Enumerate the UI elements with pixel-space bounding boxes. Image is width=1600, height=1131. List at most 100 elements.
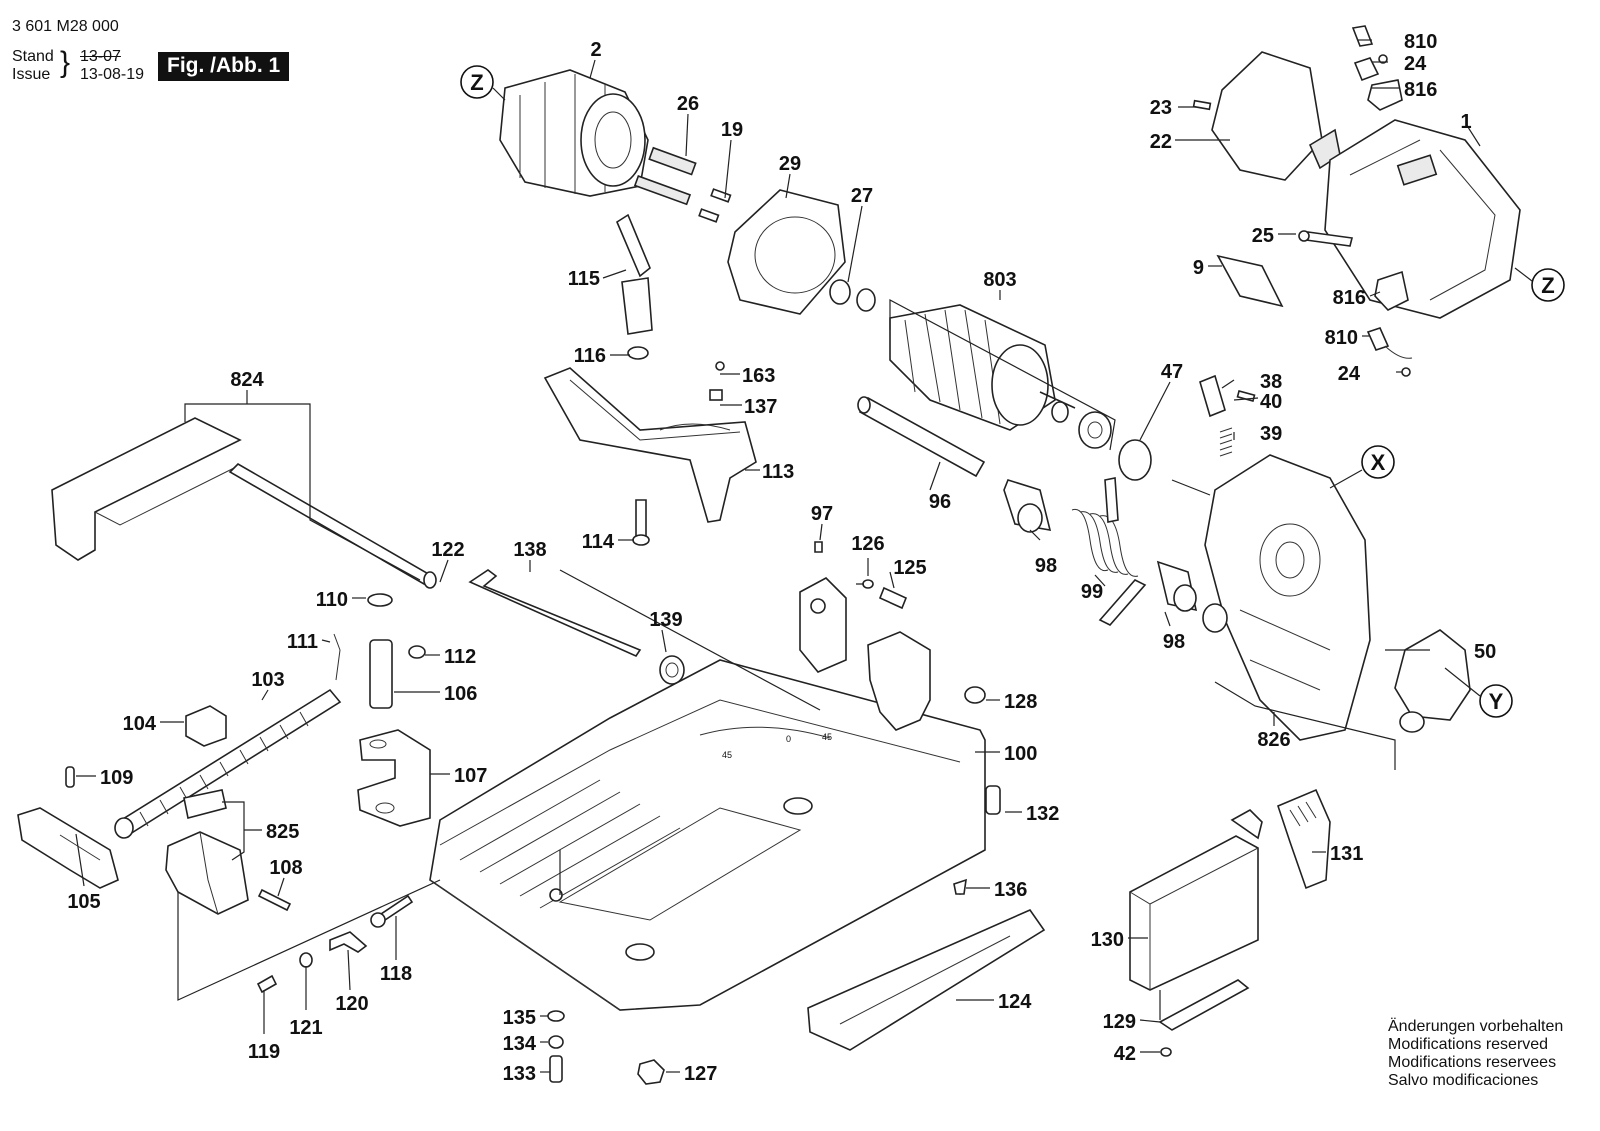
part-label: 110 — [316, 589, 348, 611]
part-label: 108 — [269, 857, 302, 879]
parts-drawing — [17, 25, 1521, 1085]
part-label: 132 — [1026, 803, 1059, 825]
note-line-es: Salvo modificaciones — [1388, 1072, 1539, 1089]
part-label: 127 — [684, 1063, 717, 1085]
part-label: 103 — [251, 669, 284, 691]
view-marker-z-right-label: Z — [1541, 273, 1554, 298]
spindle-drawing — [114, 688, 342, 839]
modifications-note: Änderungen vorbehalten Modifications res… — [1388, 1018, 1563, 1090]
part-label: 133 — [503, 1063, 536, 1085]
part-label: 135 — [503, 1007, 536, 1029]
part-label: 120 — [335, 993, 368, 1015]
note-line-de: Änderungen vorbehalten — [1388, 1018, 1564, 1035]
part-label: 116 — [574, 345, 606, 367]
motor-housing-drawing — [1211, 51, 1521, 319]
part-label: 136 — [994, 879, 1027, 901]
part-label: 42 — [1114, 1043, 1136, 1065]
part-label: 107 — [454, 765, 487, 787]
view-markers: Z Z X Y — [460, 65, 1565, 718]
part-label: 106 — [444, 683, 477, 705]
part-label: 125 — [893, 557, 926, 579]
part-label: 98 — [1035, 555, 1057, 577]
note-line-en: Modifications reserved — [1388, 1036, 1549, 1053]
view-marker-y — [1479, 684, 1513, 718]
part-label: 128 — [1004, 691, 1037, 713]
view-marker-z-right — [1531, 268, 1565, 302]
stand-old: 13-07 — [80, 48, 121, 65]
part-label: 810 — [1325, 327, 1358, 349]
doc-number: 3 601 M28 000 — [12, 18, 119, 35]
leader-lines — [75, 39, 1481, 1073]
part-label: 134 — [503, 1033, 537, 1055]
part-label: 114 — [582, 531, 615, 553]
part-label: 100 — [1004, 743, 1037, 765]
part-label: 9 — [1193, 257, 1204, 279]
part-label: 98 — [1163, 631, 1185, 653]
part-label: 26 — [677, 93, 699, 115]
part-label: 109 — [100, 767, 133, 789]
part-label: 50 — [1474, 641, 1496, 663]
armature-drawing — [889, 304, 1112, 449]
brace-icon: } — [60, 46, 71, 79]
part-label: 23 — [1150, 97, 1172, 119]
part-label: 113 — [762, 461, 794, 483]
part-label: 816 — [1404, 79, 1437, 101]
part-label: 105 — [67, 891, 100, 913]
part-label: 104 — [123, 713, 157, 735]
chip-box-drawing — [1129, 788, 1331, 1057]
part-label: 163 — [742, 365, 775, 387]
issue-label: Issue — [12, 66, 51, 83]
part-label: 118 — [380, 963, 412, 985]
part-label: 22 — [1150, 131, 1172, 153]
part-label: 810 — [1404, 31, 1437, 53]
spring-drawing — [1071, 477, 1147, 626]
part-label: 816 — [1333, 287, 1366, 309]
stand-label: Stand — [12, 48, 54, 65]
field-housing-drawing — [499, 69, 649, 197]
part-label: 19 — [721, 119, 743, 141]
blade-guard-drawing — [543, 367, 757, 523]
part-label: 826 — [1257, 729, 1290, 751]
part-label: 27 — [851, 185, 873, 207]
part-label: 40 — [1260, 391, 1282, 413]
part-label: 121 — [289, 1017, 322, 1039]
view-marker-y-label: Y — [1489, 689, 1504, 714]
part-label: 47 — [1161, 361, 1183, 383]
view-marker-z-top-label: Z — [470, 70, 483, 95]
part-label: 137 — [744, 396, 777, 418]
part-label: 130 — [1091, 929, 1124, 951]
part-label: 129 — [1103, 1011, 1136, 1033]
part-label: 119 — [248, 1041, 280, 1063]
part-number-labels: 2 26 19 29 27 115 116 163 137 113 114 80… — [67, 31, 1496, 1085]
part-label: 138 — [513, 539, 546, 561]
figure-label: Fig. /Abb. 1 — [158, 52, 290, 81]
part-label: 1 — [1460, 111, 1471, 133]
part-label: 24 — [1404, 53, 1427, 75]
part-label: 38 — [1260, 371, 1282, 393]
part-label: 2 — [590, 39, 601, 61]
note-line-fr: Modifications reservees — [1388, 1054, 1557, 1071]
scale-mark-right: 45 — [822, 732, 832, 742]
part-label: 122 — [431, 539, 464, 561]
part-label: 97 — [811, 503, 833, 525]
view-marker-x — [1361, 445, 1395, 479]
part-label: 24 — [1338, 363, 1361, 385]
part-label: 126 — [851, 533, 884, 555]
part-label: 803 — [983, 269, 1016, 291]
scale-mark-center: 0 — [786, 734, 791, 744]
part-label: 39 — [1260, 423, 1282, 445]
part-label: 29 — [779, 153, 801, 175]
part-label: 111 — [287, 631, 318, 653]
view-marker-z-top — [460, 65, 494, 99]
gear-housing-drawing — [1202, 454, 1371, 741]
view-marker-x-label: X — [1371, 450, 1386, 475]
scale-mark-left: 45 — [722, 750, 732, 760]
part-label: 825 — [266, 821, 299, 843]
part-label: 124 — [998, 991, 1032, 1013]
part-label: 96 — [929, 491, 951, 513]
part-label: 99 — [1081, 581, 1103, 603]
part-label: 115 — [568, 268, 600, 290]
part-label: 824 — [230, 369, 264, 391]
part-label: 25 — [1252, 225, 1274, 247]
